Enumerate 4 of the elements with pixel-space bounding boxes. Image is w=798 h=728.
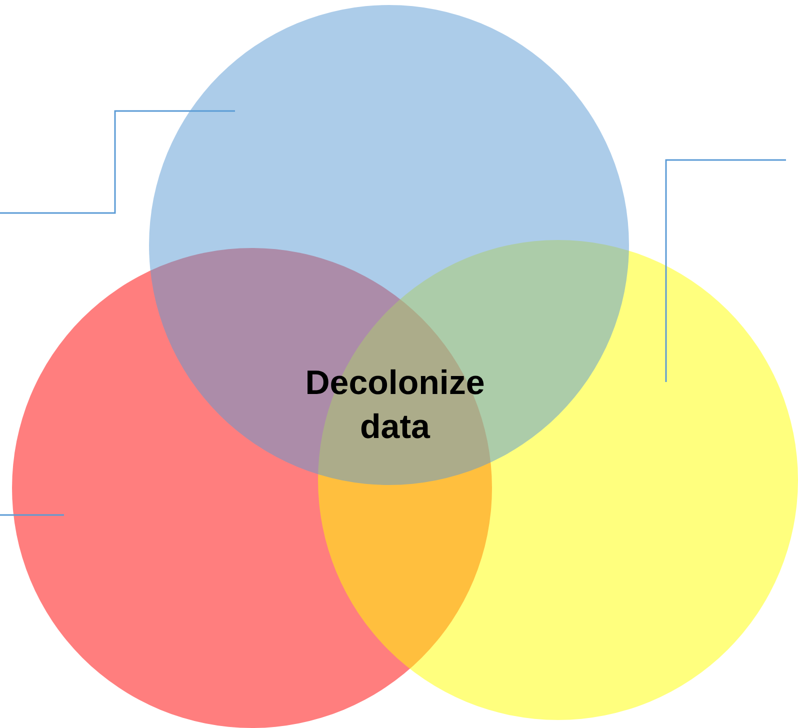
leader-line — [0, 514, 64, 516]
leader-line — [665, 159, 786, 382]
center-label: Decolonize data — [304, 363, 486, 448]
leader-line — [0, 110, 235, 214]
